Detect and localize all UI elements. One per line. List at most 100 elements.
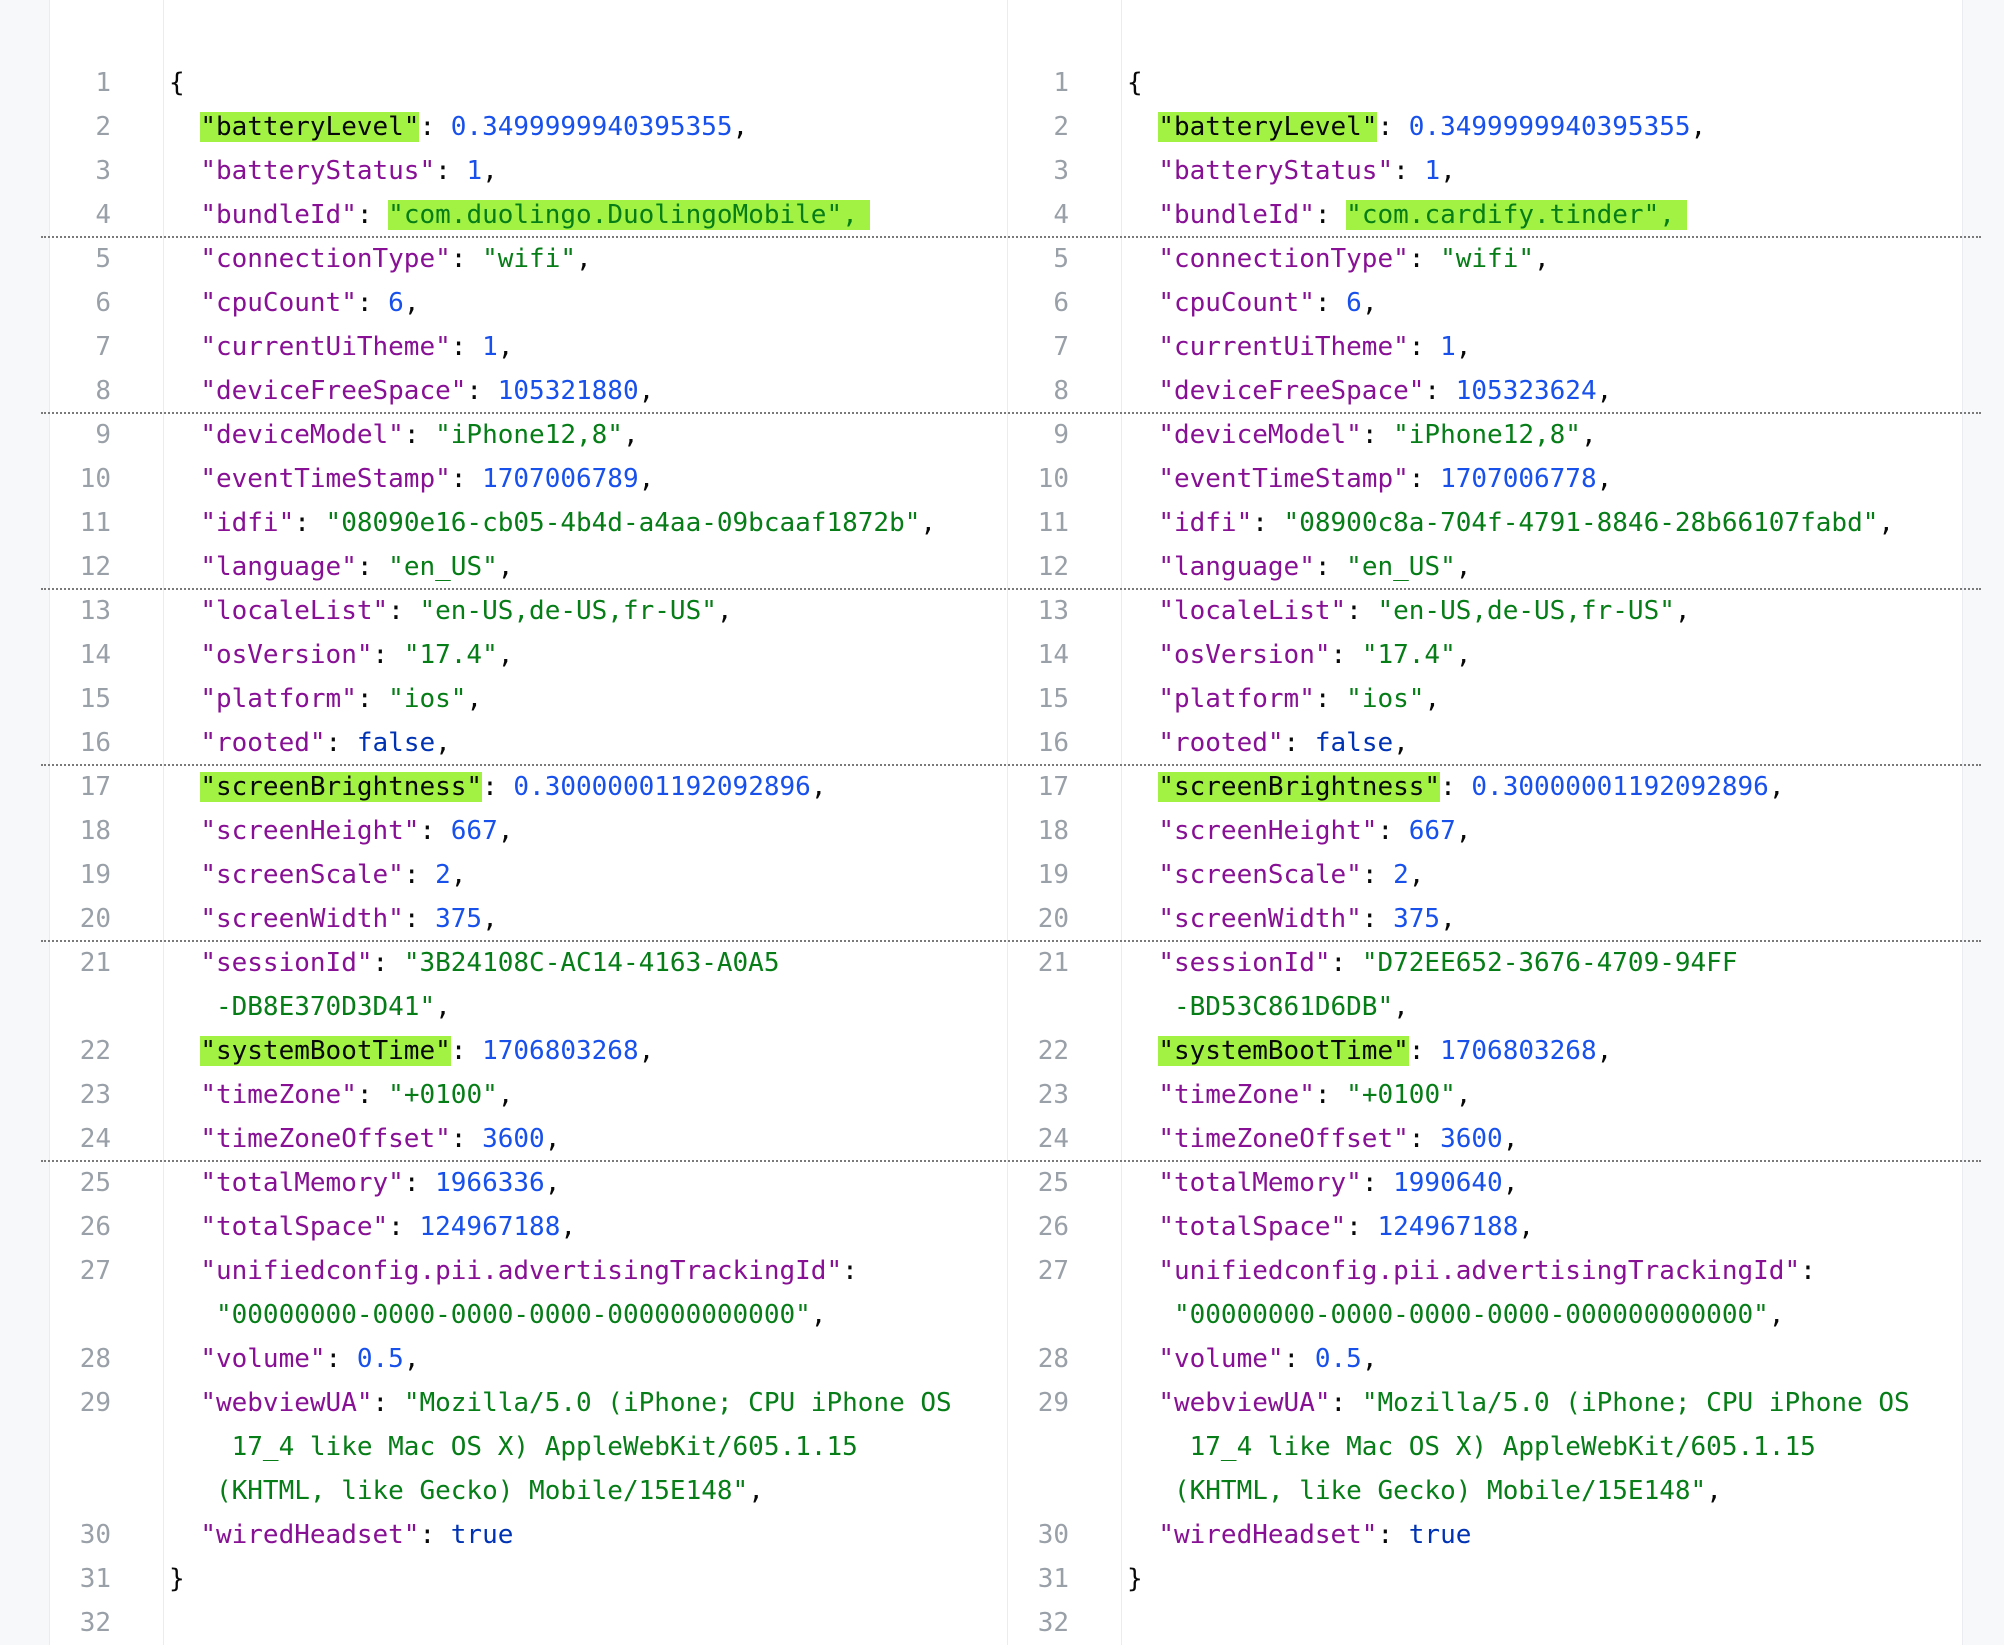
json-key: "eventTimeStamp"	[1158, 464, 1409, 494]
punctuation: ,	[638, 464, 655, 494]
visual-line: "timeZone": "+0100",	[169, 1073, 1007, 1117]
json-number: 1707006789	[482, 464, 639, 494]
right-code-line: "volume": 0.5,	[1121, 1337, 1962, 1381]
punctuation: ,	[1518, 1212, 1535, 1242]
json-string: "en_US"	[1346, 552, 1456, 582]
json-key: "batteryStatus"	[1158, 156, 1394, 186]
right-code-line: "screenHeight": 667,	[1121, 809, 1962, 853]
left-line-number-divider	[163, 0, 164, 1645]
punctuation: :	[450, 464, 483, 494]
diff-row: 21 "sessionId": "3B24108C-AC14-4163-A0A5…	[0, 941, 2004, 1029]
json-key: "language"	[200, 552, 357, 582]
diff-row: 8 "deviceFreeSpace": 105321880,8 "device…	[0, 369, 2004, 414]
punctuation: :	[1314, 552, 1347, 582]
punctuation	[1127, 1432, 1190, 1462]
punctuation: :	[1361, 420, 1394, 450]
left-code-line: "volume": 0.5,	[163, 1337, 1007, 1381]
punctuation	[169, 992, 216, 1022]
left-line-number: 5	[95, 244, 111, 274]
left-line-number: 13	[79, 596, 111, 626]
left-code-line: "deviceFreeSpace": 105321880,	[163, 369, 1007, 413]
left-line-number: 23	[79, 1080, 111, 1110]
visual-line: "timeZone": "+0100",	[1127, 1073, 1962, 1117]
punctuation: :	[1361, 860, 1394, 890]
punctuation	[169, 156, 200, 186]
left-line-number: 12	[79, 552, 111, 582]
json-key: "localeList"	[200, 596, 389, 626]
punctuation: :	[1361, 904, 1394, 934]
visual-line	[1127, 1601, 1962, 1645]
json-key: "screenHeight"	[200, 816, 420, 846]
json-number: 0.3499999940395355	[450, 112, 733, 142]
punctuation: ,	[450, 860, 467, 890]
json-number: 3600	[1440, 1124, 1503, 1154]
punctuation: :	[1252, 508, 1284, 538]
punctuation: :	[388, 1212, 420, 1242]
left-code-line: "rooted": false,	[163, 721, 1007, 765]
visual-line: "webviewUA": "Mozilla/5.0 (iPhone; CPU i…	[169, 1381, 1007, 1425]
visual-line: "batteryStatus": 1,	[169, 149, 1007, 193]
left-line-number: 21	[79, 948, 111, 978]
json-number: 1	[482, 332, 498, 362]
punctuation: :	[1330, 948, 1362, 978]
punctuation: ,	[497, 1080, 514, 1110]
json-key: "screenWidth"	[1158, 904, 1362, 934]
json-literal: true	[450, 1520, 514, 1550]
right-code-line: "currentUiTheme": 1,	[1121, 325, 1962, 369]
punctuation	[1127, 1520, 1158, 1550]
json-key: "platform"	[1158, 684, 1315, 714]
left-line-number: 17	[79, 772, 111, 802]
json-key: "idfi"	[1158, 508, 1253, 538]
right-line-number: 16	[1037, 728, 1069, 758]
json-literal: true	[1408, 1520, 1472, 1550]
punctuation	[1127, 288, 1158, 318]
right-line-number: 27	[1037, 1256, 1069, 1286]
json-key: "osVersion"	[1158, 640, 1331, 670]
json-number: 0.30000001192092896	[513, 772, 811, 802]
json-key: "deviceModel"	[200, 420, 404, 450]
visual-line: "sessionId": "D72EE652-3676-4709-94FF	[1127, 941, 1962, 985]
punctuation: :	[356, 288, 389, 318]
left-line-number: 14	[79, 640, 111, 670]
punctuation: ,	[1596, 1036, 1613, 1066]
punctuation: ,	[638, 376, 655, 406]
punctuation	[169, 200, 200, 230]
punctuation: :	[1330, 1388, 1362, 1418]
punctuation	[169, 860, 200, 890]
punctuation	[1127, 508, 1158, 538]
json-key: "rooted"	[1158, 728, 1284, 758]
punctuation: ,	[622, 420, 639, 450]
visual-line: "currentUiTheme": 1,	[169, 325, 1007, 369]
diff-row: 10 "eventTimeStamp": 1707006789,10 "even…	[0, 457, 2004, 501]
right-code-line: "totalSpace": 124967188,	[1121, 1205, 1962, 1249]
punctuation	[1127, 596, 1158, 626]
visual-line: "volume": 0.5,	[1127, 1337, 1962, 1381]
left-code-line: {	[163, 61, 1007, 105]
punctuation	[1127, 772, 1158, 802]
punctuation: :	[372, 1388, 404, 1418]
left-line-number: 8	[95, 376, 111, 406]
right-line-number: 5	[1053, 244, 1069, 274]
punctuation	[169, 508, 200, 538]
diff-row: 23 "timeZone": "+0100",23 "timeZone": "+…	[0, 1073, 2004, 1117]
json-key: "screenScale"	[1158, 860, 1362, 890]
json-key: "osVersion"	[200, 640, 373, 670]
json-string: "17.4"	[1361, 640, 1456, 670]
json-string: "08090e16-cb05-4b4d-a4aa-09bcaaf1872b"	[325, 508, 921, 538]
visual-line: "sessionId": "3B24108C-AC14-4163-A0A5	[169, 941, 1007, 985]
json-key: "connectionType"	[1158, 244, 1409, 274]
punctuation	[1127, 376, 1158, 406]
json-string: "iPhone12,8"	[435, 420, 623, 450]
punctuation: ,	[716, 596, 733, 626]
json-key: "connectionType"	[200, 244, 451, 274]
diff-row: 4 "bundleId": "com.duolingo.DuolingoMobi…	[0, 193, 2004, 238]
right-code-line: "timeZoneOffset": 3600,	[1121, 1117, 1962, 1161]
punctuation	[169, 1432, 232, 1462]
punctuation	[169, 1256, 200, 1286]
visual-line: "screenWidth": 375,	[1127, 897, 1962, 941]
punctuation: :	[356, 552, 389, 582]
visual-line: "batteryStatus": 1,	[1127, 149, 1962, 193]
json-key: "batteryStatus"	[200, 156, 436, 186]
left-code-line: "localeList": "en-US,de-US,fr-US",	[163, 589, 1007, 633]
diff-row: 25 "totalMemory": 1966336,25 "totalMemor…	[0, 1161, 2004, 1205]
